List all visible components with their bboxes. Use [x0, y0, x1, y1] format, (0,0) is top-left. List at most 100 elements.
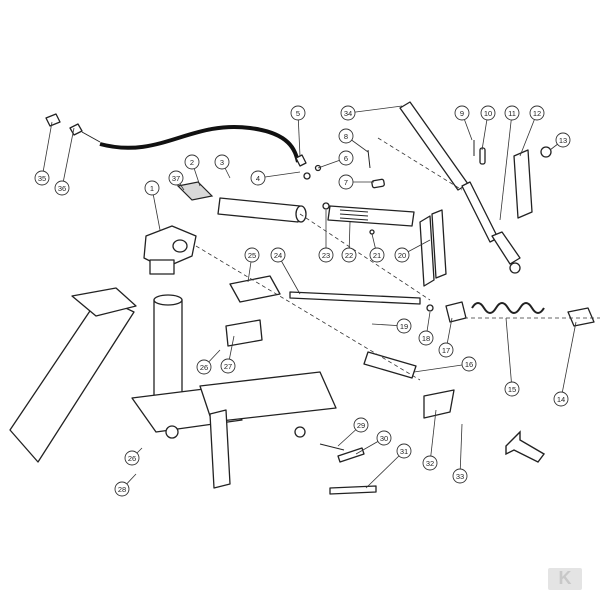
callout-number: 20: [398, 251, 406, 260]
callout-circle: [461, 356, 477, 372]
callout-number: 27: [224, 362, 232, 371]
callout-leader: [413, 363, 470, 373]
callout-number: 7: [344, 178, 348, 187]
pivot-pin: [294, 426, 306, 438]
callout-number: 35: [38, 174, 46, 183]
callout-leader: [347, 105, 403, 114]
callout-circle: [555, 132, 571, 148]
callout-number: 2: [190, 158, 194, 167]
strut-assembly: [399, 101, 521, 274]
callout-number: 30: [380, 434, 388, 443]
guide-2: [299, 213, 431, 301]
callout-3: 3: [214, 154, 231, 179]
callout-number: 4: [256, 174, 260, 183]
callout-circle: [394, 247, 410, 263]
link-assembly: [322, 202, 415, 235]
callout-leader: [459, 423, 463, 477]
callout-number: 1: [150, 184, 154, 193]
pin-16: [363, 351, 417, 379]
strut-lower-end: [491, 231, 521, 265]
callout-number: 9: [460, 109, 464, 118]
callout-7: 7: [338, 174, 374, 190]
spring-15: [471, 302, 545, 314]
plate-37: [176, 181, 214, 201]
callout-number: 5: [296, 109, 300, 118]
callout-number: 31: [400, 447, 408, 456]
cap-14: [567, 307, 595, 327]
callout-circle: [270, 247, 286, 263]
pin-7: [371, 178, 385, 189]
callout-28: 28: [114, 473, 137, 497]
column-top: [153, 294, 183, 306]
callout-circle: [114, 481, 130, 497]
tube-assembly: [217, 197, 307, 223]
strut-eye: [509, 262, 521, 274]
callout-number: 26: [200, 363, 208, 372]
callout-circle: [338, 150, 354, 166]
callout-22: 22: [341, 221, 357, 263]
callout-2: 2: [184, 154, 201, 187]
rod-24: [289, 291, 421, 305]
callout-circle: [144, 180, 160, 196]
callout-circle: [396, 318, 412, 334]
callout-35: 35: [34, 121, 53, 186]
callout-leader: [365, 450, 405, 489]
callout-circle: [454, 105, 470, 121]
callout-circle: [340, 105, 356, 121]
callout-leader: [429, 409, 437, 464]
callout-number: 36: [58, 184, 66, 193]
direction-arrow-icon: [505, 430, 546, 463]
cable-sleeve: [81, 131, 101, 143]
callout-circle: [338, 128, 354, 144]
callout-21: 21: [369, 233, 385, 263]
callout-circle: [318, 247, 334, 263]
callout-number: 15: [508, 385, 516, 394]
cap-13: [540, 146, 552, 158]
callout-leader: [499, 112, 513, 221]
callout-14: 14: [553, 321, 577, 407]
callout-circle: [54, 180, 70, 196]
callout-27: 27: [220, 335, 236, 374]
callout-circle: [338, 174, 354, 190]
callout-circle: [369, 247, 385, 263]
callout-circle: [290, 105, 306, 121]
logo-plate: [548, 568, 582, 590]
callout-circle: [341, 247, 357, 263]
bracket-33: [423, 389, 455, 419]
callout-number: 12: [533, 109, 541, 118]
tube-2: [217, 197, 301, 223]
callout-13: 13: [549, 132, 571, 151]
cable-assembly: [45, 113, 307, 167]
ball-23: [322, 202, 330, 210]
callout-circle: [353, 417, 369, 433]
callout-circle: [422, 455, 438, 471]
callout-leader: [277, 254, 301, 295]
callout-number: 23: [322, 251, 330, 260]
callout-number: 6: [344, 154, 348, 163]
pivot-leg: [209, 409, 231, 489]
callout-31: 31: [365, 443, 412, 489]
callout-6: 6: [317, 150, 354, 169]
callout-number: 22: [345, 251, 353, 260]
column-neck: [149, 259, 175, 275]
callout-circle: [452, 468, 468, 484]
callout-circle: [529, 105, 545, 121]
callout-leader: [61, 127, 75, 189]
callout-number: 19: [400, 322, 408, 331]
callout-number: 14: [557, 395, 565, 404]
callout-circle: [553, 391, 569, 407]
frame-beam: [9, 295, 135, 463]
callout-9: 9: [454, 105, 473, 141]
bolts: [319, 443, 377, 495]
pivot-plate: [199, 371, 337, 423]
link-22: [327, 205, 415, 227]
callout-36: 36: [54, 127, 75, 196]
callout-16: 16: [413, 356, 477, 373]
callout-circle: [196, 359, 212, 375]
bracket-27: [225, 319, 263, 347]
bracket-12: [513, 149, 533, 219]
callout-number: 34: [344, 109, 352, 118]
callout-number: 11: [508, 109, 516, 118]
